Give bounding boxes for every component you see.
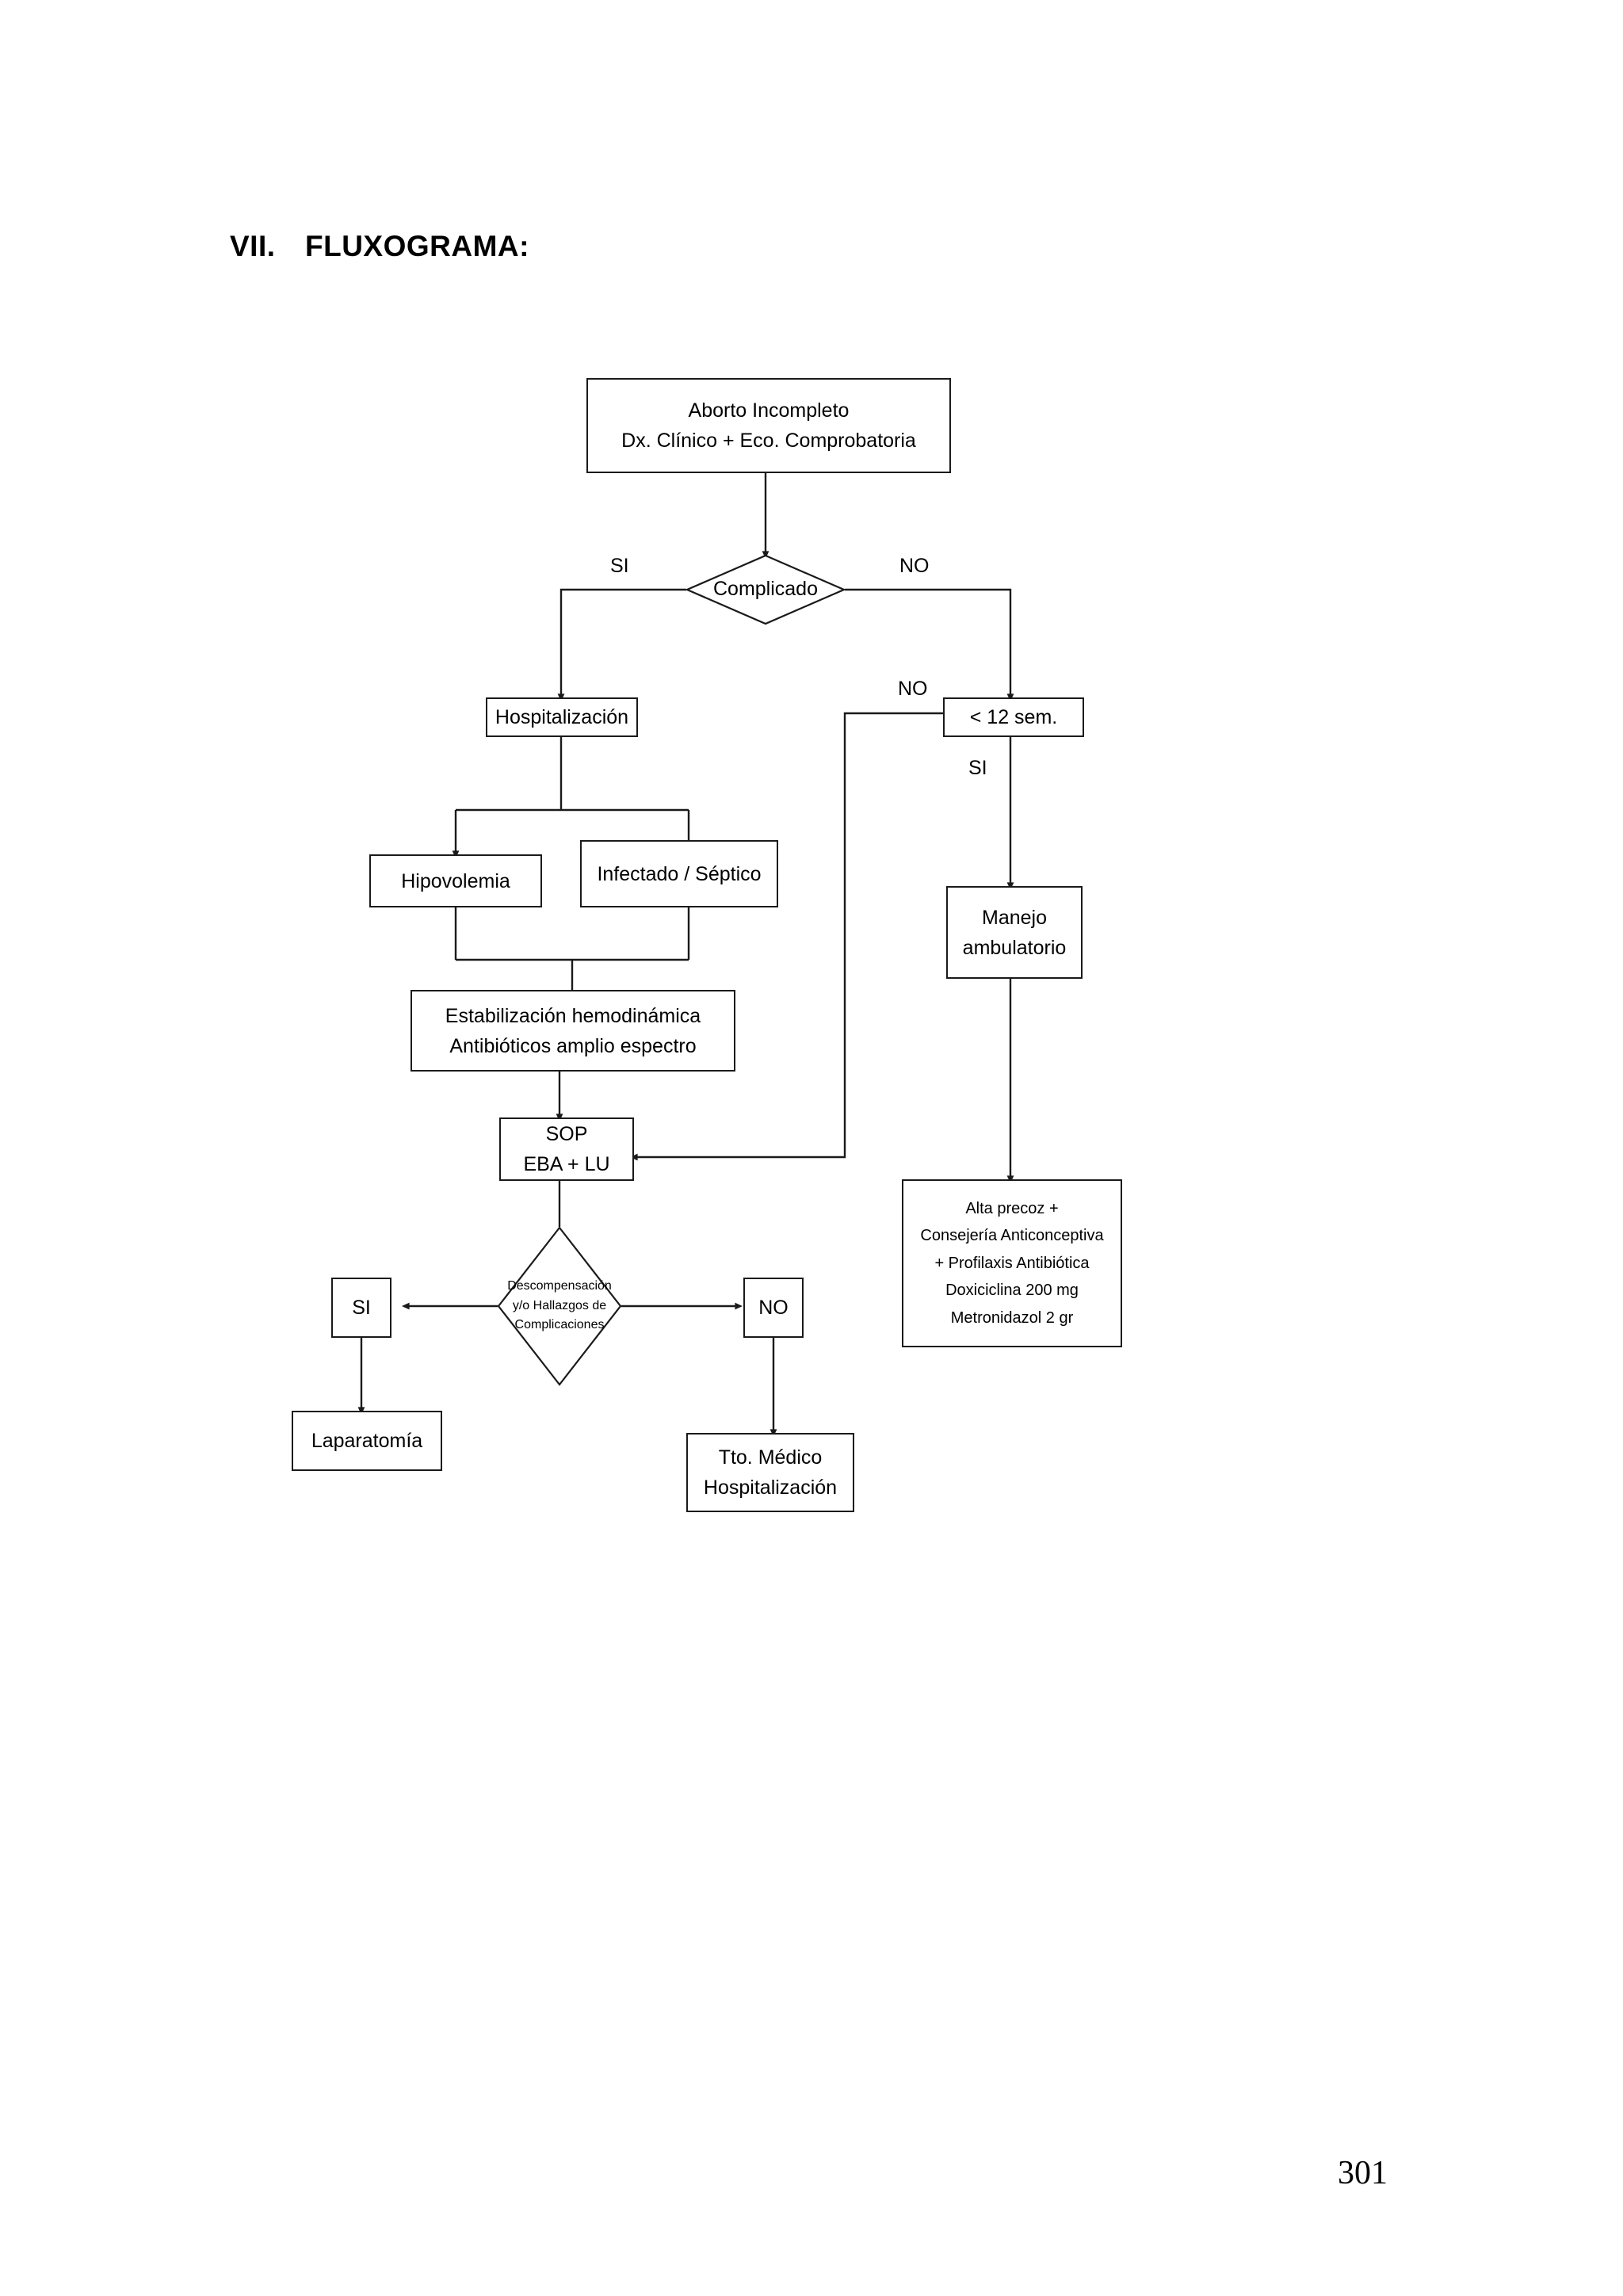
node-no-box: NO bbox=[743, 1278, 804, 1338]
node-line: SOP bbox=[545, 1123, 588, 1145]
node-label: SI bbox=[352, 1297, 371, 1319]
node-alta-precoz: Alta precoz + Consejería Anticonceptiva … bbox=[902, 1179, 1122, 1347]
page-number: 301 bbox=[1338, 2155, 1388, 2191]
node-si-box: SI bbox=[331, 1278, 391, 1338]
node-line: EBA + LU bbox=[523, 1153, 610, 1175]
node-line: Dx. Clínico + Eco. Comprobatoria bbox=[621, 430, 916, 452]
node-line: Hospitalización bbox=[703, 1477, 838, 1499]
node-label: Hipovolemia bbox=[401, 869, 510, 892]
node-label: NO bbox=[758, 1297, 789, 1319]
node-label: Infectado / Séptico bbox=[597, 862, 762, 885]
section-title: FLUXOGRAMA: bbox=[305, 230, 529, 262]
node-line: Tto. Médico bbox=[718, 1446, 823, 1469]
node-laparatomia: Laparatomía bbox=[292, 1411, 442, 1471]
node-line: Aborto Incompleto bbox=[688, 399, 850, 422]
node-line: Doxiciclina 200 mg bbox=[945, 1282, 1079, 1300]
node-line: Metronidazol 2 gr bbox=[950, 1308, 1074, 1327]
node-label: < 12 sem. bbox=[969, 706, 1058, 728]
edge-label-complicado-no: NO bbox=[899, 555, 930, 577]
node-aborto-incompleto: Aborto Incompleto Dx. Clínico + Eco. Com… bbox=[586, 378, 951, 473]
node-label: Laparatomía bbox=[311, 1430, 423, 1452]
node-line: Manejo bbox=[982, 906, 1047, 929]
node-line: Consejería Anticonceptiva bbox=[920, 1227, 1104, 1245]
node-tto-medico: Tto. Médico Hospitalización bbox=[686, 1433, 854, 1512]
node-hospitalizacion: Hospitalización bbox=[486, 697, 638, 737]
node-line: + Profilaxis Antibiótica bbox=[934, 1254, 1090, 1272]
node-hipovolemia: Hipovolemia bbox=[369, 854, 542, 907]
node-line: Estabilización hemodinámica bbox=[445, 1004, 701, 1027]
node-sop-eba-lu: SOP EBA + LU bbox=[499, 1117, 634, 1181]
node-line: Antibióticos amplio espectro bbox=[449, 1034, 697, 1057]
node-manejo-ambulatorio: Manejo ambulatorio bbox=[946, 886, 1083, 979]
edge-label-menor12-si: SI bbox=[968, 757, 987, 779]
node-infectado-septico: Infectado / Séptico bbox=[580, 840, 778, 907]
section-number: VII. bbox=[230, 230, 276, 262]
page-title: VII. FLUXOGRAMA: bbox=[230, 230, 529, 263]
node-line: ambulatorio bbox=[962, 936, 1067, 959]
node-label: Hospitalización bbox=[495, 706, 629, 728]
node-descompensacion: Descompensación y/o Hallazgos de Complic… bbox=[497, 1226, 622, 1386]
node-estabilizacion-hemodinamica: Estabilización hemodinámica Antibióticos… bbox=[411, 990, 735, 1072]
node-menor-12-sem: < 12 sem. bbox=[943, 697, 1084, 737]
edge-label-menor12-no: NO bbox=[898, 678, 928, 700]
node-line: Alta precoz + bbox=[965, 1200, 1059, 1218]
edge-label-complicado-si: SI bbox=[610, 555, 629, 577]
node-complicado: Complicado bbox=[685, 554, 846, 625]
